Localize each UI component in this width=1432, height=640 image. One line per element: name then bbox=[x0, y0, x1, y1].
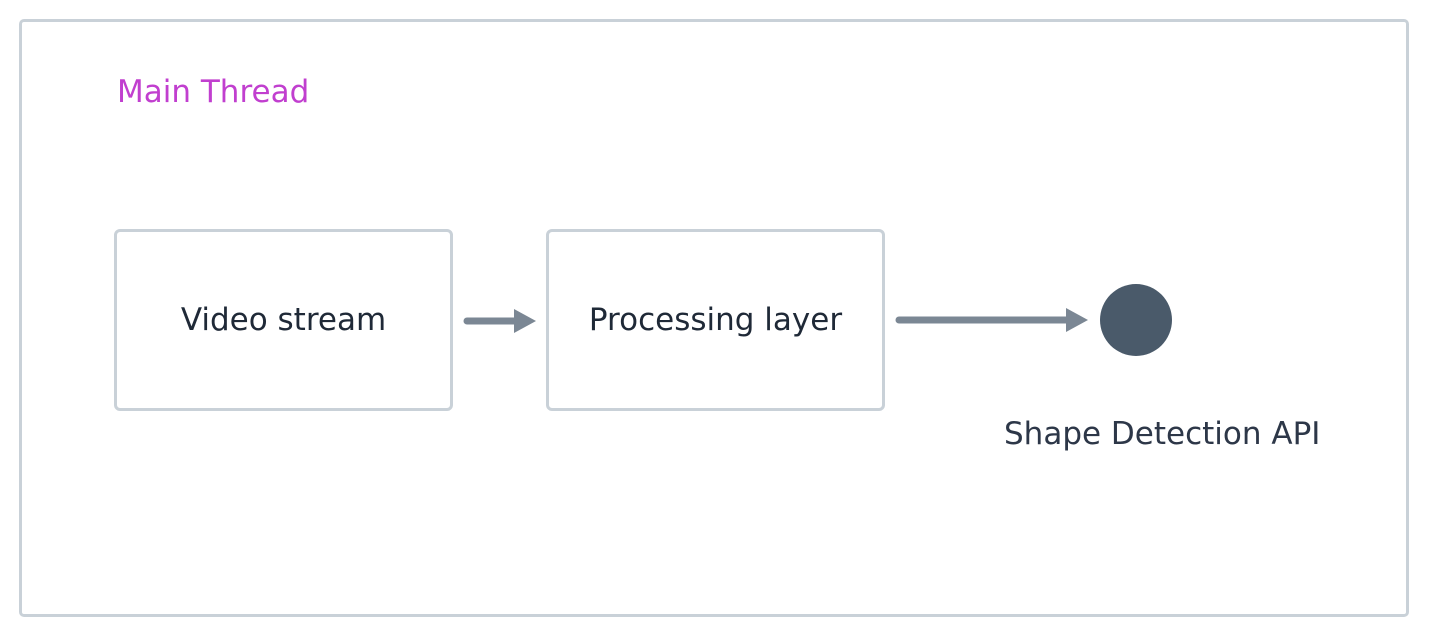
video-stream-node: Video stream bbox=[114, 229, 453, 411]
shape-detection-api-label: Shape Detection API bbox=[1004, 416, 1321, 452]
processing-layer-label: Processing layer bbox=[588, 302, 843, 338]
main-thread-container bbox=[19, 19, 1409, 617]
main-thread-label: Main Thread bbox=[117, 74, 310, 110]
video-stream-label: Video stream bbox=[180, 302, 387, 338]
shape-detection-api-node bbox=[1100, 284, 1172, 356]
processing-layer-node: Processing layer bbox=[546, 229, 885, 411]
